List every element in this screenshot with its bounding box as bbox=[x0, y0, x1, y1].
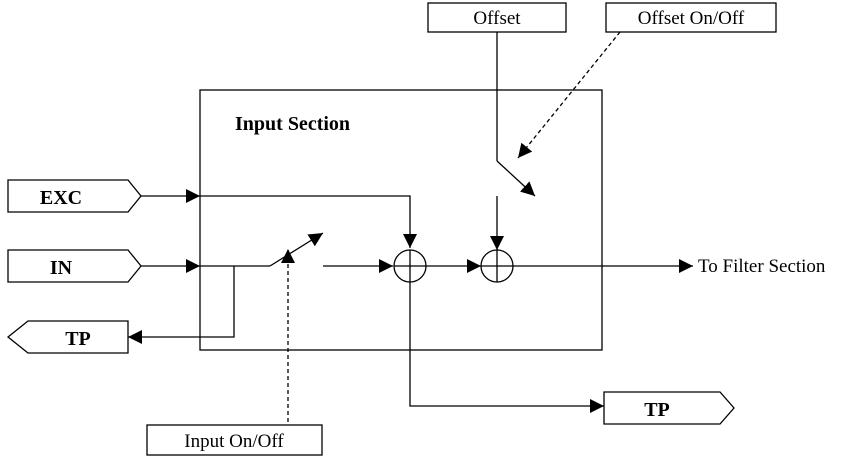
input-switch bbox=[269, 232, 324, 267]
in-input-port bbox=[7, 249, 142, 283]
offset-label: Offset bbox=[473, 8, 521, 29]
tp-bottom-output-port bbox=[603, 391, 735, 425]
exc-to-summer-line bbox=[200, 195, 417, 248]
offset-switch bbox=[496, 160, 536, 197]
input-on-off-label: Input On/Off bbox=[184, 431, 284, 452]
tp-left-tap-line bbox=[128, 266, 235, 344]
input-on-off-box bbox=[146, 424, 323, 456]
summer-to-tp-bottom-line bbox=[409, 282, 604, 413]
exc-input-port bbox=[7, 179, 142, 213]
offset-on-off-label: Offset On/Off bbox=[638, 8, 745, 29]
section-title: Input Section bbox=[235, 113, 350, 135]
to-filter-label: To Filter Section bbox=[698, 256, 826, 277]
offset-on-off-control-line bbox=[517, 31, 621, 159]
offset-box bbox=[427, 2, 567, 33]
offset-on-off-box bbox=[605, 2, 777, 33]
input-section-frame bbox=[199, 89, 603, 351]
tp-left-label: TP bbox=[65, 328, 91, 350]
in-label: IN bbox=[50, 257, 73, 279]
tp-bottom-label: TP bbox=[644, 399, 670, 421]
exc-label: EXC bbox=[40, 187, 82, 209]
